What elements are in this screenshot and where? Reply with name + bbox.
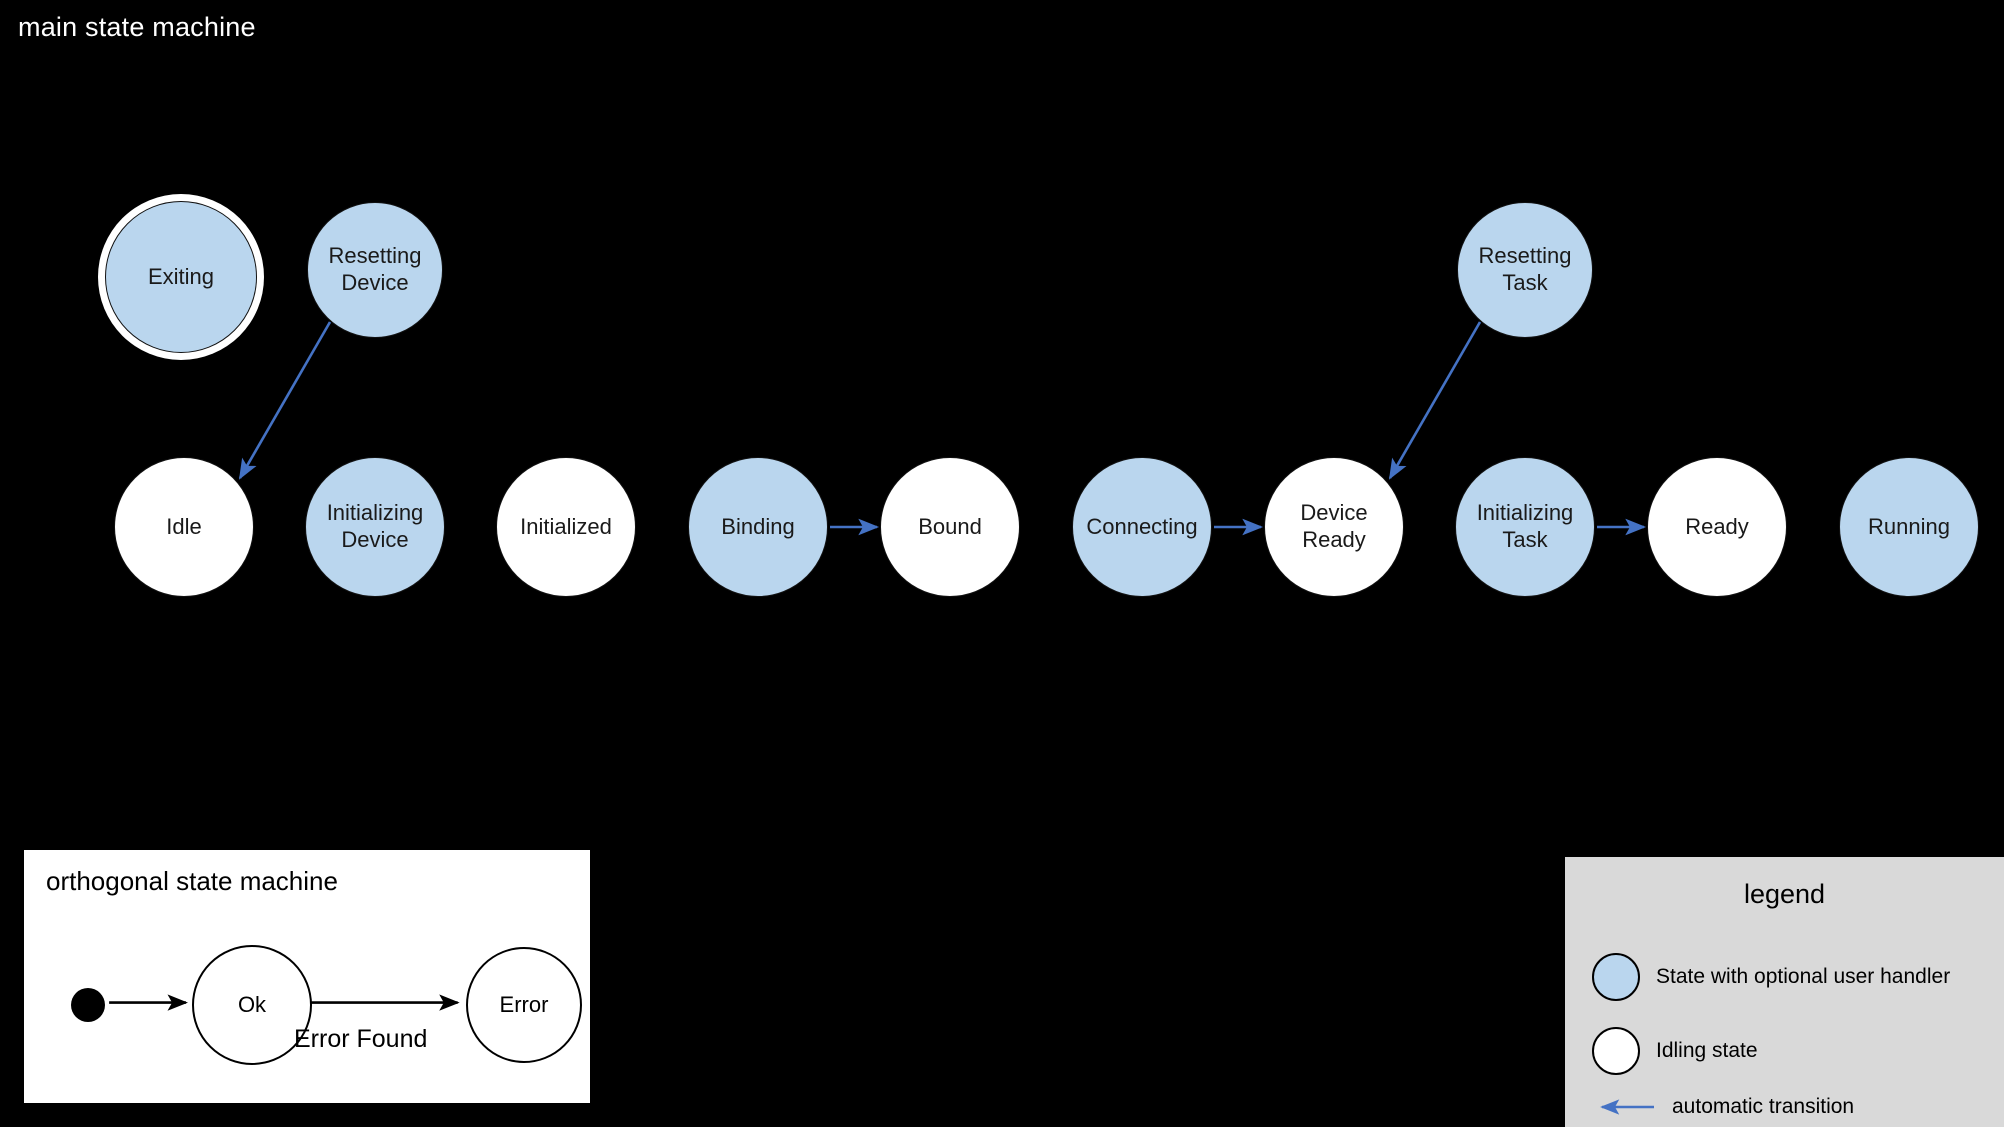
- state-node-initialized[interactable]: Initialized: [496, 457, 636, 597]
- legend-title: legend: [1743, 879, 1826, 909]
- state-node-label: Running: [1868, 513, 1950, 539]
- state-node-label: Binding: [721, 513, 795, 539]
- state-node-running[interactable]: Running: [1839, 457, 1979, 597]
- state-node-label: Ready: [1685, 513, 1749, 539]
- ortho-transition-label: Error Found: [294, 1025, 428, 1053]
- initial-state-dot-icon: [71, 988, 105, 1022]
- legend-item-label: Idling state: [1656, 1039, 1758, 1062]
- state-node-ready[interactable]: Ready: [1647, 457, 1787, 597]
- ortho-state-node-ok[interactable]: Ok: [192, 945, 312, 1065]
- legend-item-automatic-transition: automatic transition: [1592, 1095, 1854, 1119]
- state-node-bound[interactable]: Bound: [880, 457, 1020, 597]
- state-node-label: Bound: [918, 513, 982, 539]
- ortho-state-node-error[interactable]: Error: [466, 947, 582, 1063]
- legend-item-handler-state: State with optional user handler: [1592, 953, 1950, 1001]
- transition-resetting-task-to-device-ready: [1388, 321, 1482, 480]
- ortho-state-node-label: Error: [499, 992, 549, 1017]
- orthogonal-edges-layer: [109, 994, 460, 1011]
- ortho-state-node-label: Ok: [237, 992, 267, 1017]
- legend-item-label: automatic transition: [1672, 1095, 1855, 1118]
- state-node-binding[interactable]: Binding: [688, 457, 828, 597]
- handler-state-circle-icon: [1592, 953, 1640, 1001]
- transition-resetting-device-to-idle: [238, 321, 332, 480]
- state-node-exiting[interactable]: Exiting: [105, 201, 257, 353]
- state-node-label: Connecting: [1086, 513, 1198, 539]
- legend-item-label: State with optional user handler: [1656, 965, 1951, 988]
- orthogonal-panel-title: orthogonal state machine: [46, 866, 338, 896]
- page-title: main state machine: [18, 12, 256, 42]
- automatic-transition-arrow-icon: [1592, 1097, 1656, 1117]
- state-node-idle[interactable]: Idle: [114, 457, 254, 597]
- state-node-label: Exiting: [147, 263, 215, 289]
- legend-panel: legend State with optional user handler …: [1565, 857, 2004, 1127]
- legend-item-idling-state: Idling state: [1592, 1027, 1758, 1075]
- idling-state-circle-icon: [1592, 1027, 1640, 1075]
- state-node-label: Initialized: [520, 513, 612, 539]
- state-node-label: Idle: [166, 513, 202, 539]
- state-node-connecting[interactable]: Connecting: [1072, 457, 1212, 597]
